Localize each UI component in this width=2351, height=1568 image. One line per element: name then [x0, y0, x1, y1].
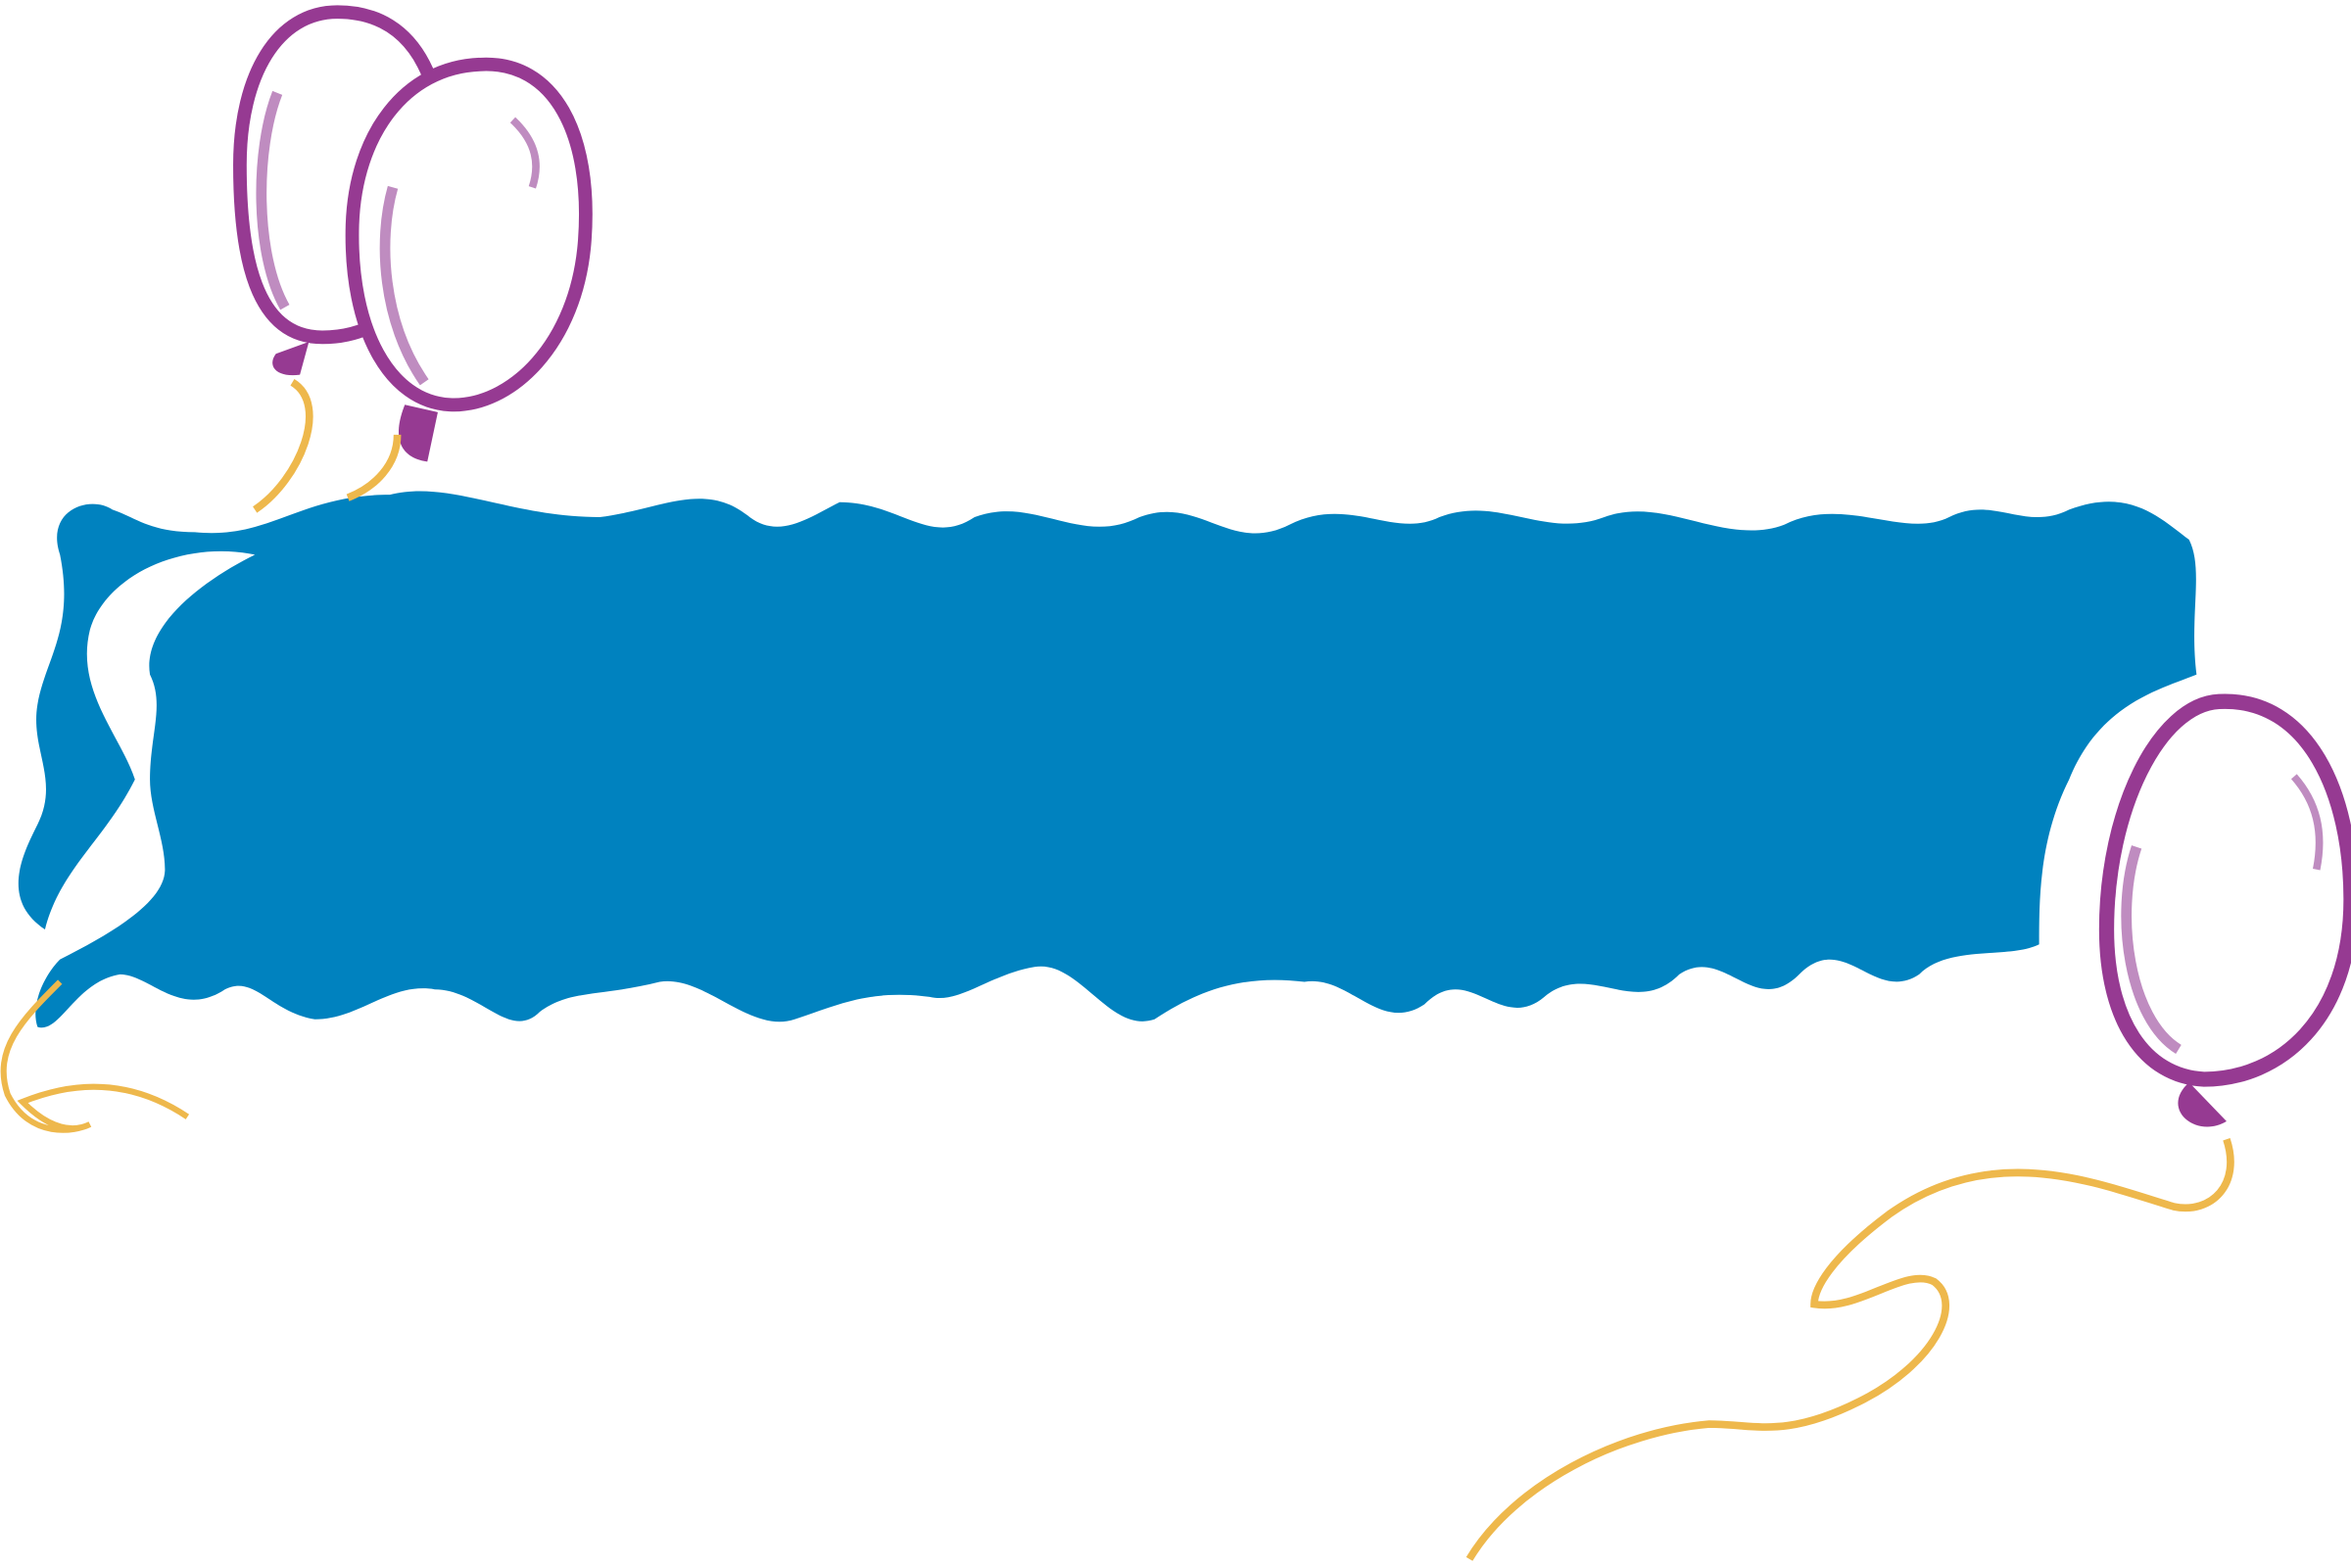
string-icon: [1465, 1138, 2234, 1561]
banner-icon: [18, 491, 2197, 1028]
ribbon-icon: [0, 979, 190, 1133]
balloon-icon: [345, 57, 593, 501]
ribbon-curl-icon: [59, 785, 153, 939]
balloon-icon: [1465, 693, 2351, 1561]
